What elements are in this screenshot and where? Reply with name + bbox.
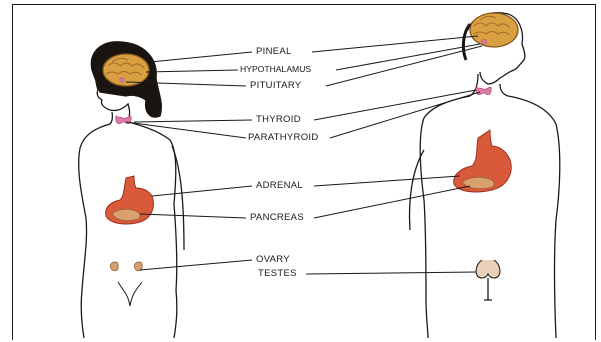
- label-ovary: OVARY: [256, 255, 290, 265]
- male-torso-right: [508, 96, 560, 338]
- label-thyroid: THYROID: [256, 115, 301, 125]
- label-pituitary: PITUITARY: [250, 81, 301, 91]
- female-torso-left: [79, 124, 110, 338]
- male-brain: [470, 13, 518, 47]
- male-hair: [463, 24, 470, 60]
- male-arm-left: [410, 150, 424, 230]
- label-pancreas: PANCREAS: [250, 213, 304, 223]
- female-torso-right: [128, 122, 177, 338]
- female-figure: [79, 42, 184, 338]
- label-testes: TESTES: [258, 269, 297, 279]
- label-hypothalamus: HYPOTHALAMUS: [240, 65, 311, 74]
- male-figure: [410, 13, 560, 338]
- male-genital-stem: [484, 278, 492, 300]
- female-ovary-left: [110, 262, 118, 271]
- female-ovary-right: [134, 262, 142, 271]
- male-testes: [476, 260, 500, 278]
- label-pineal: PINEAL: [256, 47, 292, 57]
- female-brain: [103, 54, 149, 86]
- label-parathyroid: PARATHYROID: [248, 133, 319, 143]
- male-torso-left: [420, 96, 470, 338]
- male-thyroid: [476, 87, 491, 95]
- female-arm-right: [172, 146, 184, 250]
- female-neck: [110, 112, 112, 124]
- label-adrenal: ADRENAL: [256, 181, 303, 191]
- female-uterus: [118, 282, 142, 306]
